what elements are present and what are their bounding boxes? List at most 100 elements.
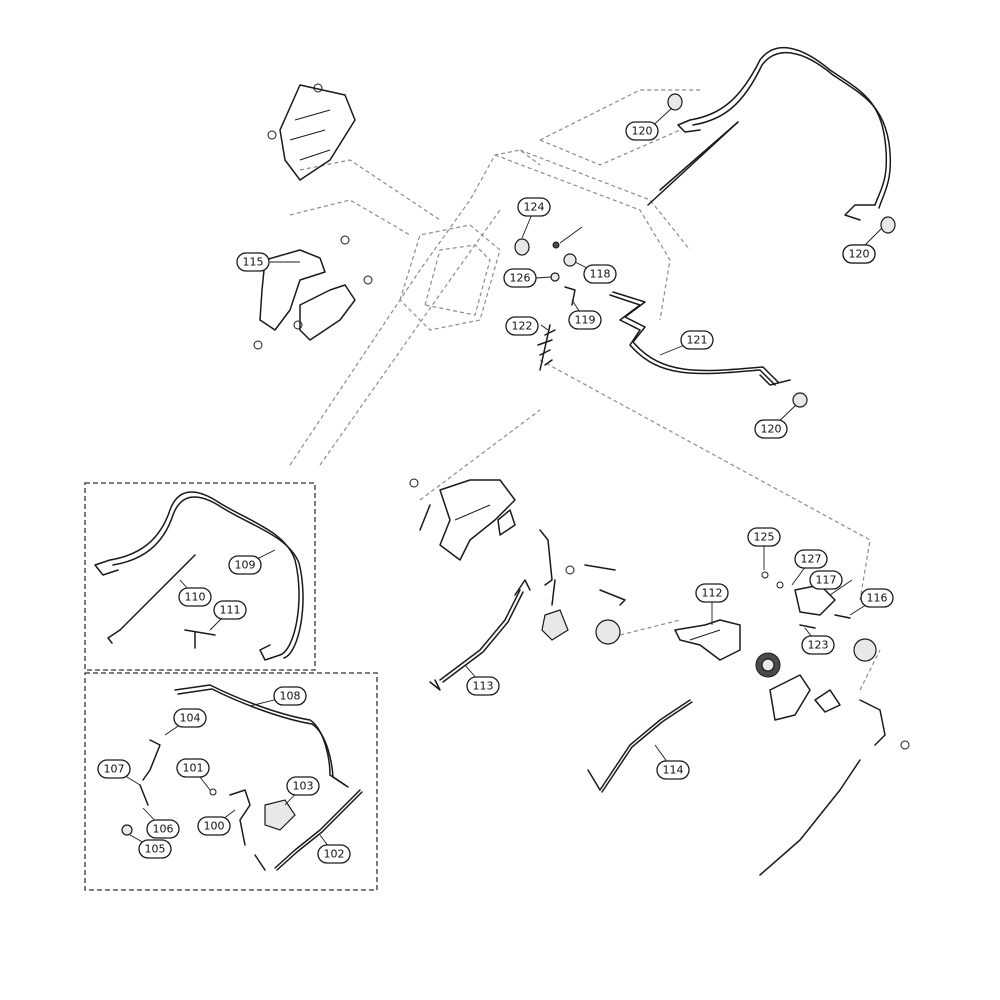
callout-125: 125 — [747, 527, 781, 547]
callout-badge — [146, 819, 180, 839]
upper-cable-bar — [647, 46, 896, 234]
callout-108: 108 — [273, 686, 307, 706]
callout-number: 114 — [663, 764, 684, 777]
callout-number: 100 — [204, 820, 225, 833]
callout-117: 117 — [809, 570, 843, 590]
inset-box-upper — [84, 482, 316, 671]
callout-105: 105 — [138, 839, 172, 859]
callout-number: 102 — [324, 848, 345, 861]
callout-number: 120 — [761, 423, 782, 436]
callout-badge — [138, 839, 172, 859]
callout-badge — [801, 635, 835, 655]
callout-number: 115 — [243, 256, 264, 269]
callout-number: 120 — [849, 248, 870, 261]
callout-badge — [860, 588, 894, 608]
callout-118: 118 — [583, 264, 617, 284]
callout-number: 125 — [754, 531, 775, 544]
callout-119: 119 — [568, 310, 602, 330]
callout-badge — [97, 759, 131, 779]
callout-number: 111 — [220, 604, 241, 617]
callout-badge — [842, 244, 876, 264]
callout-badge — [273, 686, 307, 706]
control-cable-121 — [514, 238, 808, 408]
callout-102: 102 — [317, 844, 351, 864]
callout-100: 100 — [197, 816, 231, 836]
callout-badge — [236, 252, 270, 272]
callout-127: 127 — [794, 549, 828, 569]
callout-104: 104 — [173, 708, 207, 728]
callout-number: 117 — [816, 574, 837, 587]
callout-number: 108 — [280, 690, 301, 703]
callout-116: 116 — [860, 588, 894, 608]
callout-badge — [466, 676, 500, 696]
callout-126: 126 — [503, 268, 537, 288]
callout-number: 120 — [632, 125, 653, 138]
callout-badge — [176, 758, 210, 778]
callout-107: 107 — [97, 759, 131, 779]
callout-number: 123 — [808, 639, 829, 652]
callout-number: 107 — [104, 763, 125, 776]
callout-number: 118 — [590, 268, 611, 281]
handle-frame-outline — [289, 89, 881, 691]
callout-111: 111 — [213, 600, 247, 620]
callout-109: 109 — [228, 555, 262, 575]
callout-number: 126 — [510, 272, 531, 285]
callout-number: 124 — [524, 201, 545, 214]
callout-badge — [625, 121, 659, 141]
callout-122: 122 — [505, 316, 539, 336]
callout-121: 121 — [680, 330, 714, 350]
callout-badge — [754, 419, 788, 439]
callout-number: 101 — [183, 762, 204, 775]
callout-number: 119 — [575, 314, 596, 327]
callout-number: 127 — [801, 553, 822, 566]
callout-113: 113 — [466, 676, 500, 696]
callout-badge — [173, 708, 207, 728]
callout-badge — [794, 549, 828, 569]
callout-120: 120 — [625, 121, 659, 141]
callout-badge — [747, 527, 781, 547]
callout-badge — [505, 316, 539, 336]
callout-112: 112 — [695, 583, 729, 603]
callout-badge — [583, 264, 617, 284]
callout-badge — [680, 330, 714, 350]
callout-number: 109 — [235, 559, 256, 572]
callout-badge — [317, 844, 351, 864]
callout-number: 116 — [867, 592, 888, 605]
callout-number: 112 — [702, 587, 723, 600]
callout-124: 124 — [517, 197, 551, 217]
callout-badge — [656, 760, 690, 780]
callout-114: 114 — [656, 760, 690, 780]
callout-number: 110 — [185, 591, 206, 604]
callout-badge — [286, 776, 320, 796]
callout-110: 110 — [178, 587, 212, 607]
linkage-assembly — [409, 478, 910, 750]
callout-badge — [695, 583, 729, 603]
callout-badge — [809, 570, 843, 590]
leader-lines — [113, 107, 883, 855]
bracket-115 — [253, 83, 373, 350]
callout-103: 103 — [286, 776, 320, 796]
callout-number: 104 — [180, 712, 201, 725]
callout-115: 115 — [236, 252, 270, 272]
callout-number: 122 — [512, 320, 533, 333]
callout-badge — [178, 587, 212, 607]
callout-120: 120 — [842, 244, 876, 264]
callout-badge — [197, 816, 231, 836]
callout-badge — [503, 268, 537, 288]
callout-badge — [213, 600, 247, 620]
callout-number: 103 — [293, 780, 314, 793]
callout-labels: 1201201241261181191221211201201151251271… — [97, 121, 894, 864]
callout-badge — [228, 555, 262, 575]
callout-badge — [568, 310, 602, 330]
callout-number: 106 — [153, 823, 174, 836]
callout-106: 106 — [146, 819, 180, 839]
callout-badge — [517, 197, 551, 217]
callout-number: 121 — [687, 334, 708, 347]
callout-number: 105 — [145, 843, 166, 856]
callout-120: 120 — [754, 419, 788, 439]
callout-number: 113 — [473, 680, 494, 693]
lower-cables — [429, 579, 861, 876]
callout-101: 101 — [176, 758, 210, 778]
callout-123: 123 — [801, 635, 835, 655]
